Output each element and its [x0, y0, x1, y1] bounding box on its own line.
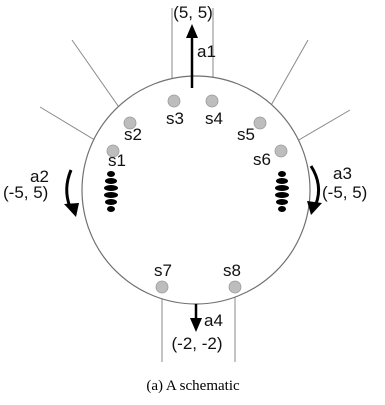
- sensor-s5: [253, 116, 267, 130]
- wheel-right: [275, 171, 289, 212]
- sensor-s2: [123, 116, 137, 130]
- sensors: [106, 94, 288, 294]
- action-arrows: [64, 24, 322, 332]
- arrow-a2-shaft: [65, 169, 73, 208]
- label-s7: s7: [154, 261, 172, 280]
- label-s6: s6: [253, 150, 271, 169]
- sensor-s7: [155, 280, 169, 294]
- label-s2: s2: [124, 125, 142, 144]
- label-s5: s5: [237, 125, 255, 144]
- label-a1: a1: [197, 42, 216, 61]
- label-s3: s3: [166, 109, 184, 128]
- sensor-s1: [106, 144, 120, 158]
- label-a3: a3: [333, 164, 352, 183]
- arrow-a3-head: [307, 201, 322, 215]
- arrow-a1-head: [186, 24, 198, 38]
- sensor-s6: [274, 144, 288, 158]
- label-a2: a2: [30, 167, 49, 186]
- label-s4: s4: [205, 109, 223, 128]
- sensor-s3: [167, 94, 181, 108]
- arrow-a3-shaft: [309, 165, 321, 205]
- label-s1: s1: [108, 151, 126, 170]
- label-a4-vector: (-2, -2): [172, 334, 223, 353]
- label-a4: a4: [204, 311, 223, 330]
- figure-caption: (a) A schematic: [146, 378, 240, 394]
- sensor-s4: [205, 94, 219, 108]
- label-a1-vector: (5, 5): [173, 3, 213, 22]
- arrow-a2-head: [64, 203, 79, 217]
- label-a3-vector: (-5, 5): [322, 183, 367, 202]
- wheel-left: [104, 171, 118, 212]
- label-s8: s8: [223, 261, 241, 280]
- label-a2-vector: (-5, 5): [3, 183, 48, 202]
- sensor-s8: [228, 280, 242, 294]
- arrow-a4-head: [190, 318, 202, 332]
